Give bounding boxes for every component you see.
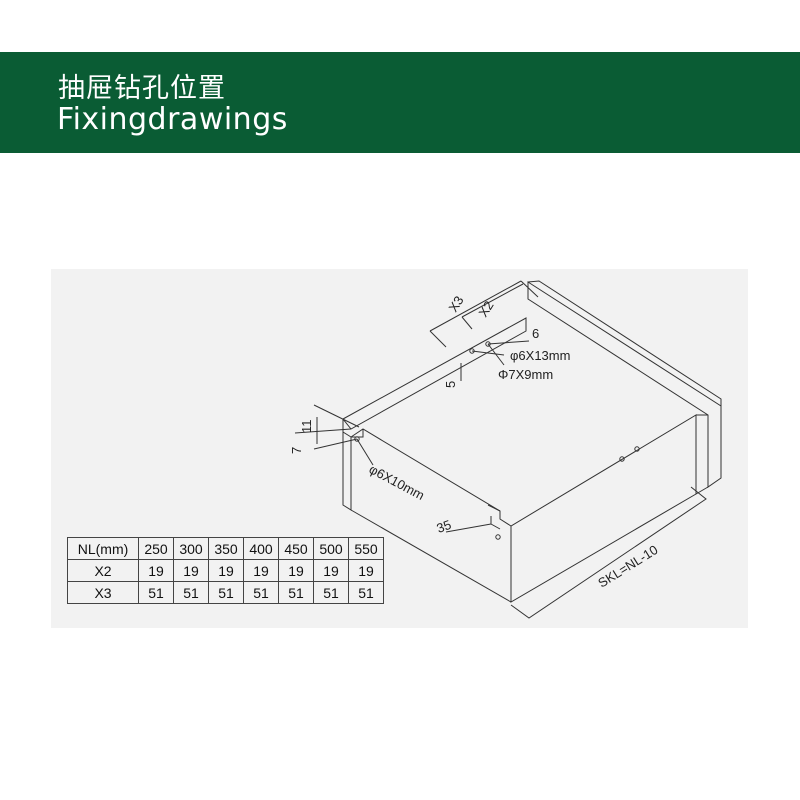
label-5: 5 [443, 381, 458, 388]
table-cell: 51 [313, 581, 349, 604]
table-size: 500 [313, 537, 349, 560]
table-size: 450 [278, 537, 314, 560]
table-cell: 19 [278, 559, 314, 582]
table-row: X2 19 19 19 19 19 19 19 [67, 559, 384, 582]
label-x3: X3 [446, 293, 467, 314]
label-7: 7 [289, 447, 304, 454]
table-cell: 51 [138, 581, 174, 604]
table-cell: 19 [173, 559, 209, 582]
table-size: 550 [348, 537, 384, 560]
left-side-panel [342, 432, 352, 511]
specs-table: NL(mm) 250 300 350 400 450 500 550 X2 19… [67, 537, 384, 604]
label-6: 6 [532, 326, 539, 341]
label-11: 11 [299, 420, 314, 434]
label-hole-13: φ6X13mm [510, 348, 570, 363]
row-label: X2 [67, 559, 139, 582]
back-side-rail [342, 317, 527, 430]
title-english: Fixingdrawings [57, 102, 288, 137]
drawing-panel: X3 X2 6 φ6X13mm Φ7X9mm 5 11 7 φ6X10mm 35… [51, 269, 748, 628]
front-panel [350, 414, 697, 603]
label-x2: X2 [476, 298, 497, 319]
drawer-drawing: X3 X2 6 φ6X13mm Φ7X9mm 5 11 7 φ6X10mm 35… [289, 280, 722, 619]
table-cell: 19 [348, 559, 384, 582]
table-size: 350 [208, 537, 244, 560]
table-header-label: NL(mm) [67, 537, 139, 560]
title-chinese: 抽屉钻孔位置 [58, 73, 226, 104]
table-cell: 19 [208, 559, 244, 582]
table-size: 300 [173, 537, 209, 560]
table-cell: 51 [173, 581, 209, 604]
table-size: 250 [138, 537, 174, 560]
label-35: 35 [435, 517, 454, 536]
table-row: X3 51 51 51 51 51 51 51 [67, 581, 384, 604]
header-banner: 抽屉钻孔位置 Fixingdrawings [0, 52, 800, 153]
label-hole-10: φ6X10mm [367, 461, 427, 503]
label-hole-9: Φ7X9mm [498, 367, 553, 382]
table-size: 400 [243, 537, 279, 560]
table-cell: 51 [243, 581, 279, 604]
table-cell: 51 [348, 581, 384, 604]
back-panel [527, 281, 722, 488]
table-cell: 19 [313, 559, 349, 582]
table-cell: 51 [278, 581, 314, 604]
table-header-row: NL(mm) 250 300 350 400 450 500 550 [67, 537, 384, 560]
row-label: X3 [67, 581, 139, 604]
table-cell: 51 [208, 581, 244, 604]
table-cell: 19 [138, 559, 174, 582]
table-cell: 19 [243, 559, 279, 582]
